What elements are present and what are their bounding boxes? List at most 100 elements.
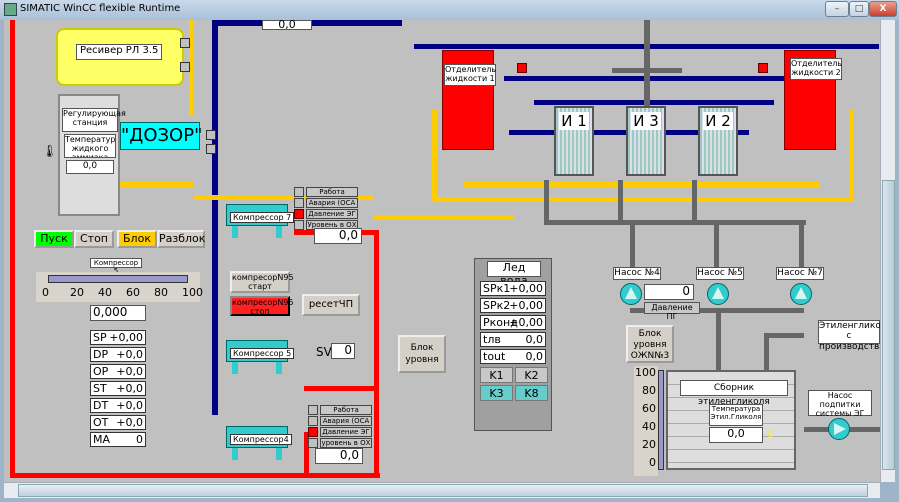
horizontal-scroll-thumb[interactable]	[18, 484, 868, 497]
pressure-label: Давление ПГ	[644, 302, 700, 321]
tank-scale-tick: 20	[642, 438, 656, 451]
param-key: MA	[93, 433, 111, 446]
tank-scale-tick: 0	[649, 456, 656, 469]
pipe-gray-p4	[630, 220, 635, 270]
pipe-gray-tank	[716, 308, 721, 380]
ice-key: SPк1	[483, 282, 511, 295]
tank-scale-tick: 40	[642, 420, 656, 433]
tank-temp-value: 0,0	[709, 427, 763, 443]
vertical-scrollbar[interactable]	[880, 20, 895, 482]
compressor-7[interactable]: Компрессор 7	[218, 198, 298, 242]
gauge-value: 0,000	[90, 305, 146, 321]
pipe-blue-low	[534, 100, 774, 105]
param-key: DT	[93, 399, 109, 412]
tank-level-bar	[658, 370, 664, 470]
pipe-gray-loop	[612, 68, 682, 73]
separator-1-label: Отделитель жидкости 1	[444, 64, 496, 86]
ice-key: tлв	[483, 333, 501, 346]
pipe-yellow-1	[189, 20, 194, 115]
ice-key: Pконд	[483, 316, 518, 329]
k1-button[interactable]: K1	[480, 367, 513, 383]
status-indicator	[294, 209, 304, 219]
pump-6-label: Насос подпитки системы ЭГ №6	[808, 390, 872, 428]
block-button[interactable]: Блок	[117, 230, 157, 248]
reset-button[interactable]: ресетЧП	[302, 294, 360, 316]
k2-button[interactable]: K2	[515, 367, 548, 383]
param-value: +0,00	[109, 331, 143, 344]
status-indicator	[294, 198, 304, 208]
pump-7-icon[interactable]	[790, 283, 812, 305]
pipe-yellow-3	[194, 195, 374, 200]
ice-value: 0,0	[525, 333, 544, 346]
status-row: Давление ЭГ	[306, 209, 358, 219]
gauge-tick: 0	[42, 286, 49, 299]
pipe-yellow-4	[374, 215, 514, 220]
station-label: Регулирующая станция	[62, 108, 126, 132]
pipe-yellow-5	[434, 197, 854, 202]
sv-value[interactable]: 0	[331, 343, 355, 359]
ice-value: 0,0	[525, 350, 544, 363]
comp5-start-button[interactable]: компресорN95 старт	[230, 271, 294, 293]
status-row: Работа	[306, 187, 358, 197]
pipe-red-right	[374, 234, 379, 478]
status-row: Работа	[320, 405, 372, 415]
param-key: DP	[93, 348, 109, 361]
unblock-button[interactable]: Разблок	[157, 230, 205, 248]
receiver-indicator-2	[180, 62, 190, 72]
dozor-label[interactable]: "ДОЗОР"	[120, 122, 202, 150]
station-temp-value: 0,0	[66, 160, 114, 174]
gauge-bar	[48, 275, 188, 283]
evaporator-2-label: И 2	[703, 112, 733, 130]
param-row: DP+0,0	[90, 347, 146, 362]
pump-5-icon[interactable]	[707, 283, 729, 305]
ice-row: SPк2+0,00	[480, 298, 546, 313]
pipe-red-c5	[304, 386, 379, 391]
k8-button[interactable]: K8	[515, 385, 548, 401]
gauge-tick: 80	[154, 286, 168, 299]
receiver-indicator-1	[180, 38, 190, 48]
maximize-button[interactable]: □	[849, 1, 869, 17]
k3-button[interactable]: K3	[480, 385, 513, 401]
pump-4-icon[interactable]	[620, 283, 642, 305]
level-block-3-button[interactable]: Блок уровня ОЖN№3	[626, 325, 674, 363]
vertical-scroll-thumb[interactable]	[882, 180, 895, 470]
pipe-gray-p5	[714, 220, 719, 270]
minimize-button[interactable]: –	[825, 1, 849, 17]
pipe-gray-v1	[544, 180, 549, 225]
gauge-tick: 20	[70, 286, 84, 299]
app-icon	[4, 3, 17, 16]
evaporator-3-label: И 3	[631, 112, 661, 130]
close-button[interactable]: X	[869, 1, 897, 17]
ice-value: +0,00	[509, 299, 543, 312]
gauge-title: Компрессор 5	[90, 258, 142, 275]
pipe-gray-eth	[764, 333, 769, 380]
pump-6-icon[interactable]	[828, 418, 850, 440]
horizontal-scrollbar[interactable]	[4, 482, 880, 498]
compressor-4-label: Компрессор4	[230, 434, 292, 445]
param-key: OT	[93, 416, 109, 429]
comp5-stop-button[interactable]: компресорN95 стоп	[230, 296, 294, 316]
pipe-gray-eth-h	[764, 333, 804, 338]
pipe-blue-main	[212, 20, 218, 415]
pipe-red-c4	[304, 432, 309, 478]
pipe-yellow-8	[849, 110, 854, 202]
gauge-tick: 100	[182, 286, 203, 299]
gauge-tick: 60	[126, 286, 140, 299]
level-block-button[interactable]: Блок уровня	[398, 335, 446, 373]
param-value: +0,0	[116, 416, 143, 429]
pipe-gray-p7	[799, 220, 804, 270]
pump-4-label: Насос №4	[613, 267, 661, 280]
param-key: SP	[93, 331, 107, 344]
pipe-yellow-6	[464, 182, 819, 187]
pump-7-label: Насос №7	[776, 267, 824, 280]
param-row: OT +0,0	[90, 415, 146, 430]
compressor-4[interactable]: Компрессор4	[218, 420, 298, 464]
ice-key: SPк2	[483, 299, 511, 312]
stop-button[interactable]: Стоп	[74, 230, 114, 248]
start-button[interactable]: Пуск	[34, 230, 74, 248]
compressor-5[interactable]: Компрессор 5	[218, 334, 298, 378]
